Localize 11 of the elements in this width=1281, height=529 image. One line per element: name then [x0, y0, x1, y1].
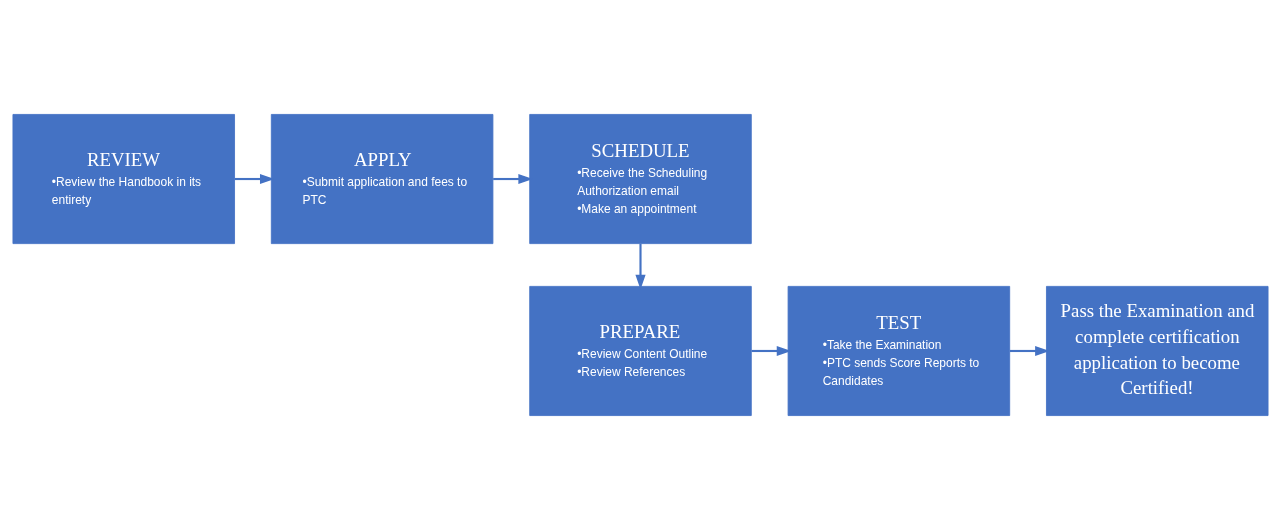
- arrow: [1009, 345, 1050, 356]
- arrow: [493, 173, 533, 184]
- node-box: SCHEDULE •Receive the Scheduling Authorization email •Make an appointment: [529, 113, 752, 244]
- arrow: [751, 345, 792, 356]
- node-box: APPLY •Submit application and fees to PTC: [270, 113, 494, 244]
- arrow: [635, 243, 646, 289]
- node-box: REVIEW •Review the Handbook in its entirety: [12, 113, 235, 244]
- node-box: TEST •Take the Examination •PTC sends Score Reports to Candidates: [787, 285, 1011, 416]
- arrow: [234, 173, 275, 184]
- node-box: PREPARE •Review Content Outline •Review References: [529, 285, 752, 416]
- node-box: Pass the Examination and complete certification application to become Certified!: [1046, 285, 1269, 416]
